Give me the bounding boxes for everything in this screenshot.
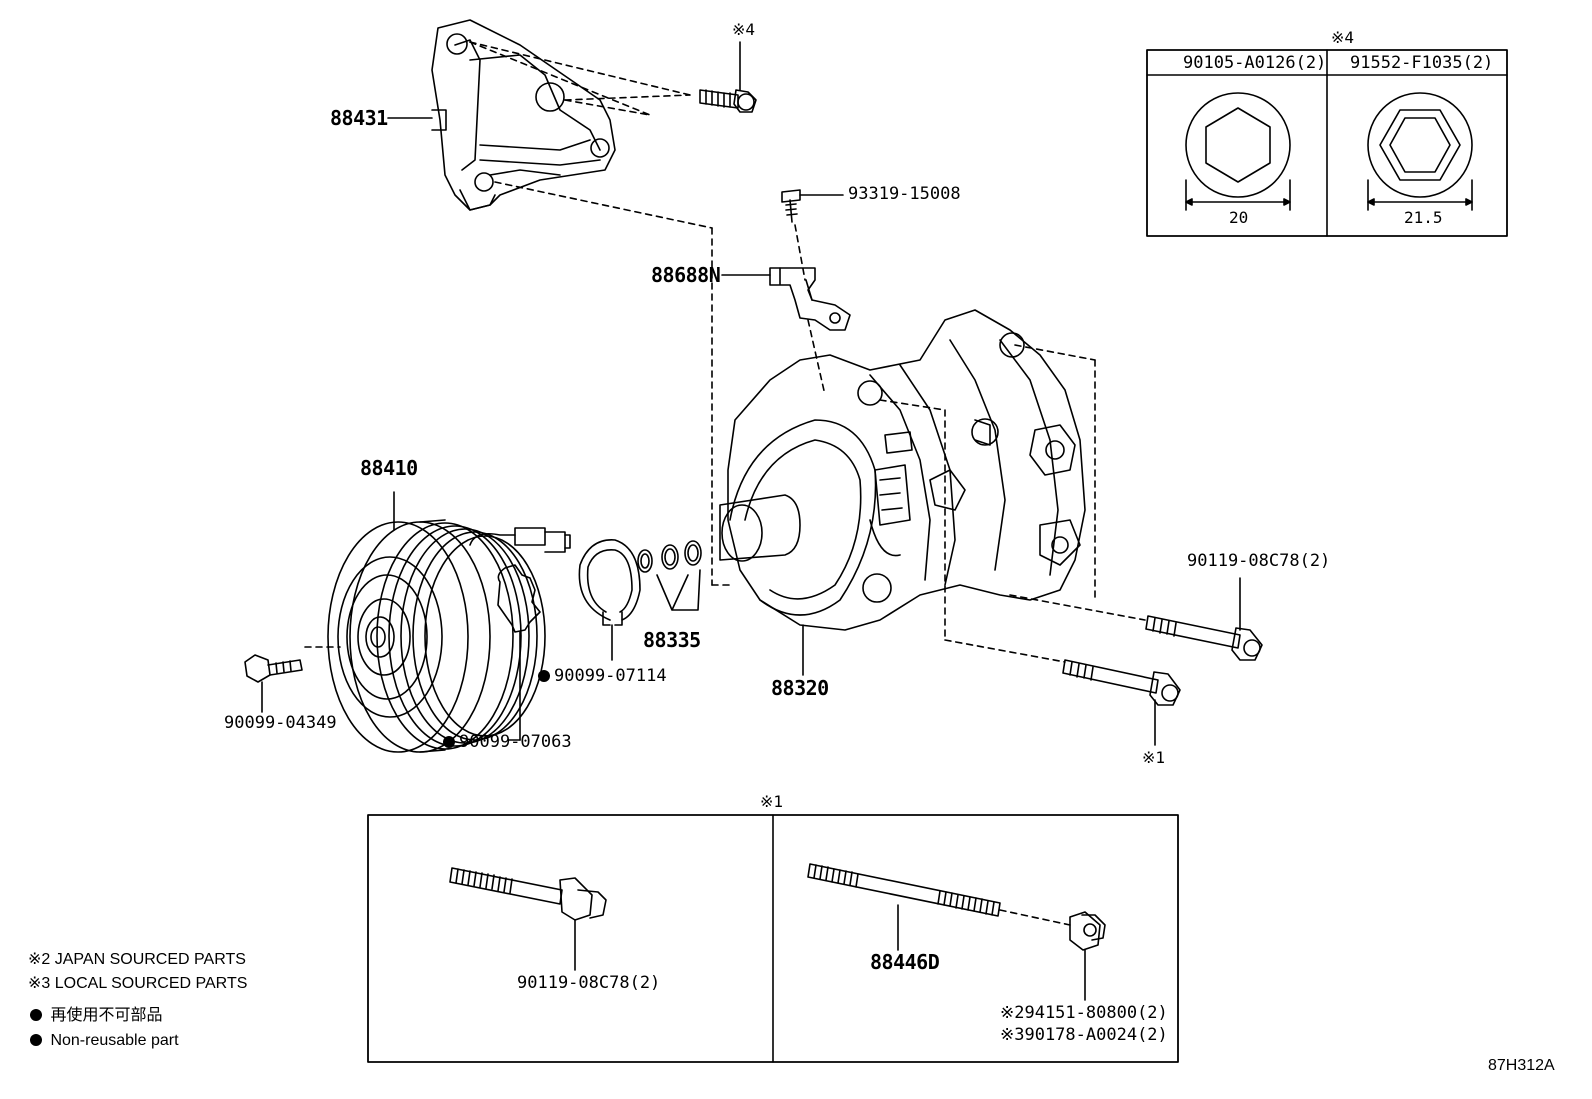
legend-non-reusable-en-text: Non-reusable part (50, 1032, 179, 1049)
shims-drawing (637, 540, 702, 573)
snap-ring-drawing (578, 539, 641, 626)
label-bolt-mark1: ※1 (1142, 748, 1166, 767)
top-bolt-drawing (699, 89, 757, 113)
inset-table-header-1: 90105-A0126(2) (1183, 53, 1327, 73)
label-compressor: 88320 (771, 676, 829, 700)
inset-table-dim-1: 20 (1229, 208, 1249, 227)
clutch-bolt-drawing (244, 654, 303, 683)
compressor-mount-dashes (879, 344, 1146, 663)
bottom-right-part: 88446D (870, 950, 940, 974)
filled-circle-icon (30, 1009, 42, 1021)
label-clamp: 88688N (651, 263, 721, 287)
label-bracket: 88431 (330, 106, 388, 130)
screw-drawing (781, 189, 801, 223)
label-gasket-ring-text: 90099-07063 (459, 732, 572, 752)
bracket-leader-dashes (469, 41, 731, 586)
legend-non-reusable-jp: 再使用不可部品 (30, 1008, 162, 1024)
label-snap-ring-text: 90099-07114 (554, 666, 667, 686)
label-bolt-right: 90119-08C78(2) (1187, 551, 1331, 571)
non-reusable-bullet-icon (443, 736, 455, 748)
bottom-box-mark: ※1 (760, 792, 784, 811)
bottom-nut-line-1: ※294151-80800(2) (1000, 1003, 1168, 1023)
bottom-left-bolt-drawing (449, 867, 607, 921)
bottom-box-frame (367, 814, 1179, 1063)
non-reusable-bullet-icon (538, 670, 550, 682)
label-clutch: 88410 (360, 456, 418, 480)
legend-japan: ※2 JAPAN SOURCED PARTS (28, 951, 246, 968)
clamp-drawing (769, 267, 851, 331)
label-top-bolt-mark: ※4 (732, 20, 756, 39)
gasket-ring-drawing (497, 564, 541, 633)
label-shims: 88335 (643, 628, 701, 652)
right-bolt-lower-drawing (1062, 659, 1181, 706)
label-snap-ring: 90099-07114 (538, 668, 667, 685)
label-clutch-bolt: 90099-04349 (224, 713, 337, 733)
clutch-pulley-drawing (327, 519, 571, 753)
label-screw: 93319-15008 (848, 184, 961, 204)
diagram-code: 87H312A (1488, 1057, 1555, 1074)
bottom-left-part: 90119-08C78(2) (517, 973, 661, 993)
bracket-88431-drawing (431, 19, 616, 211)
bottom-nut-drawing (1069, 911, 1106, 951)
legend-non-reusable-jp-text: 再使用不可部品 (50, 1007, 163, 1024)
inset-table-header-2: 91552-F1035(2) (1350, 53, 1494, 73)
right-bolt-upper-drawing (1145, 615, 1263, 661)
compressor-drawing (719, 309, 1086, 631)
inset-table-frame (1146, 49, 1508, 237)
legend-non-reusable-en: Non-reusable part (30, 1033, 179, 1049)
bottom-stud-drawing (807, 863, 1001, 917)
inset-table-dim-2: 21.5 (1404, 208, 1443, 227)
bottom-nut-line-2: ※390178-A0024(2) (1000, 1025, 1168, 1045)
legend-local: ※3 LOCAL SOURCED PARTS (28, 975, 248, 992)
filled-circle-icon (30, 1034, 42, 1046)
label-gasket-ring: 90099-07063 (443, 734, 572, 751)
inset-table-mark: ※4 (1331, 28, 1355, 47)
